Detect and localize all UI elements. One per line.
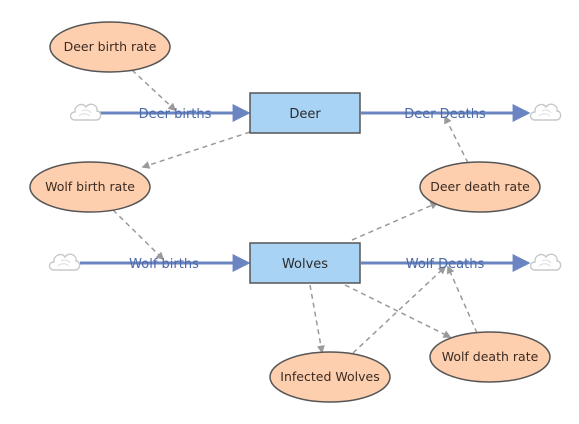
variable-deer-death-rate-label: Deer death rate xyxy=(430,179,530,194)
link-wolves-to-infected-wolves[interactable] xyxy=(309,284,325,354)
variable-wolf-death-rate-shape[interactable] xyxy=(429,331,551,383)
variable-deer-birth-rate-label: Deer birth rate xyxy=(64,39,157,54)
deer-births-source-cloud-icon xyxy=(69,103,102,121)
variable-wolf-birth-rate-label: Wolf birth rate xyxy=(45,179,135,194)
flow-labels: Deer births Deer Deaths Wolf births Wolf… xyxy=(129,107,486,272)
stock-deer[interactable]: Deer xyxy=(249,92,361,134)
variable-deer-death-rate[interactable]: Deer death rate xyxy=(419,161,541,213)
variable-wolf-birth-rate[interactable]: Wolf birth rate xyxy=(29,161,151,213)
deer-deaths-sink-cloud-icon xyxy=(529,103,562,121)
wolf-deaths-sink-cloud-icon xyxy=(529,253,562,271)
link-infected-wolves-to-wolf-deaths[interactable] xyxy=(352,265,447,354)
link-wolf-death-rate-to-wolf-deaths[interactable] xyxy=(446,265,478,334)
flow-label-deer-deaths[interactable]: Deer Deaths xyxy=(404,107,486,122)
wolf-births-source-cloud-icon xyxy=(48,253,81,271)
variable-wolf-death-rate[interactable]: Wolf death rate xyxy=(429,331,551,383)
variable-infected-wolves-label: Infected Wolves xyxy=(280,369,379,384)
variable-deer-birth-rate-shape[interactable] xyxy=(49,21,171,73)
link-deer-to-wolf-birth-rate[interactable] xyxy=(141,131,251,169)
stock-wolves[interactable]: Wolves xyxy=(249,242,361,284)
variable-wolf-death-rate-label: Wolf death rate xyxy=(442,349,539,364)
variable-wolf-birth-rate-shape[interactable] xyxy=(29,161,151,213)
variable-infected-wolves-shape[interactable] xyxy=(269,351,391,403)
dependency-links xyxy=(112,69,478,354)
variable-infected-wolves[interactable]: Infected Wolves xyxy=(269,351,391,403)
flow-label-wolf-births[interactable]: Wolf births xyxy=(129,257,199,272)
link-wolves-to-deer-death-rate[interactable] xyxy=(351,201,439,241)
variable-deer-birth-rate[interactable]: Deer birth rate xyxy=(49,21,171,73)
stock-wolves-label: Wolves xyxy=(282,257,328,272)
variable-deer-death-rate-shape[interactable] xyxy=(419,161,541,213)
link-deer-birth-rate-to-deer-births[interactable] xyxy=(131,69,177,112)
flow-label-wolf-deaths[interactable]: Wolf Deaths xyxy=(406,257,485,272)
flow-pipes xyxy=(80,104,531,272)
stock-deer-box[interactable] xyxy=(249,92,361,134)
link-deer-death-rate-to-deer-deaths[interactable] xyxy=(444,115,469,164)
link-wolf-birth-rate-to-wolf-births[interactable] xyxy=(112,209,165,261)
stock-deer-label: Deer xyxy=(289,107,321,122)
stock-wolves-box[interactable] xyxy=(249,242,361,284)
flow-label-deer-births[interactable]: Deer births xyxy=(139,107,212,122)
link-wolves-to-wolf-death-rate[interactable] xyxy=(344,284,452,338)
